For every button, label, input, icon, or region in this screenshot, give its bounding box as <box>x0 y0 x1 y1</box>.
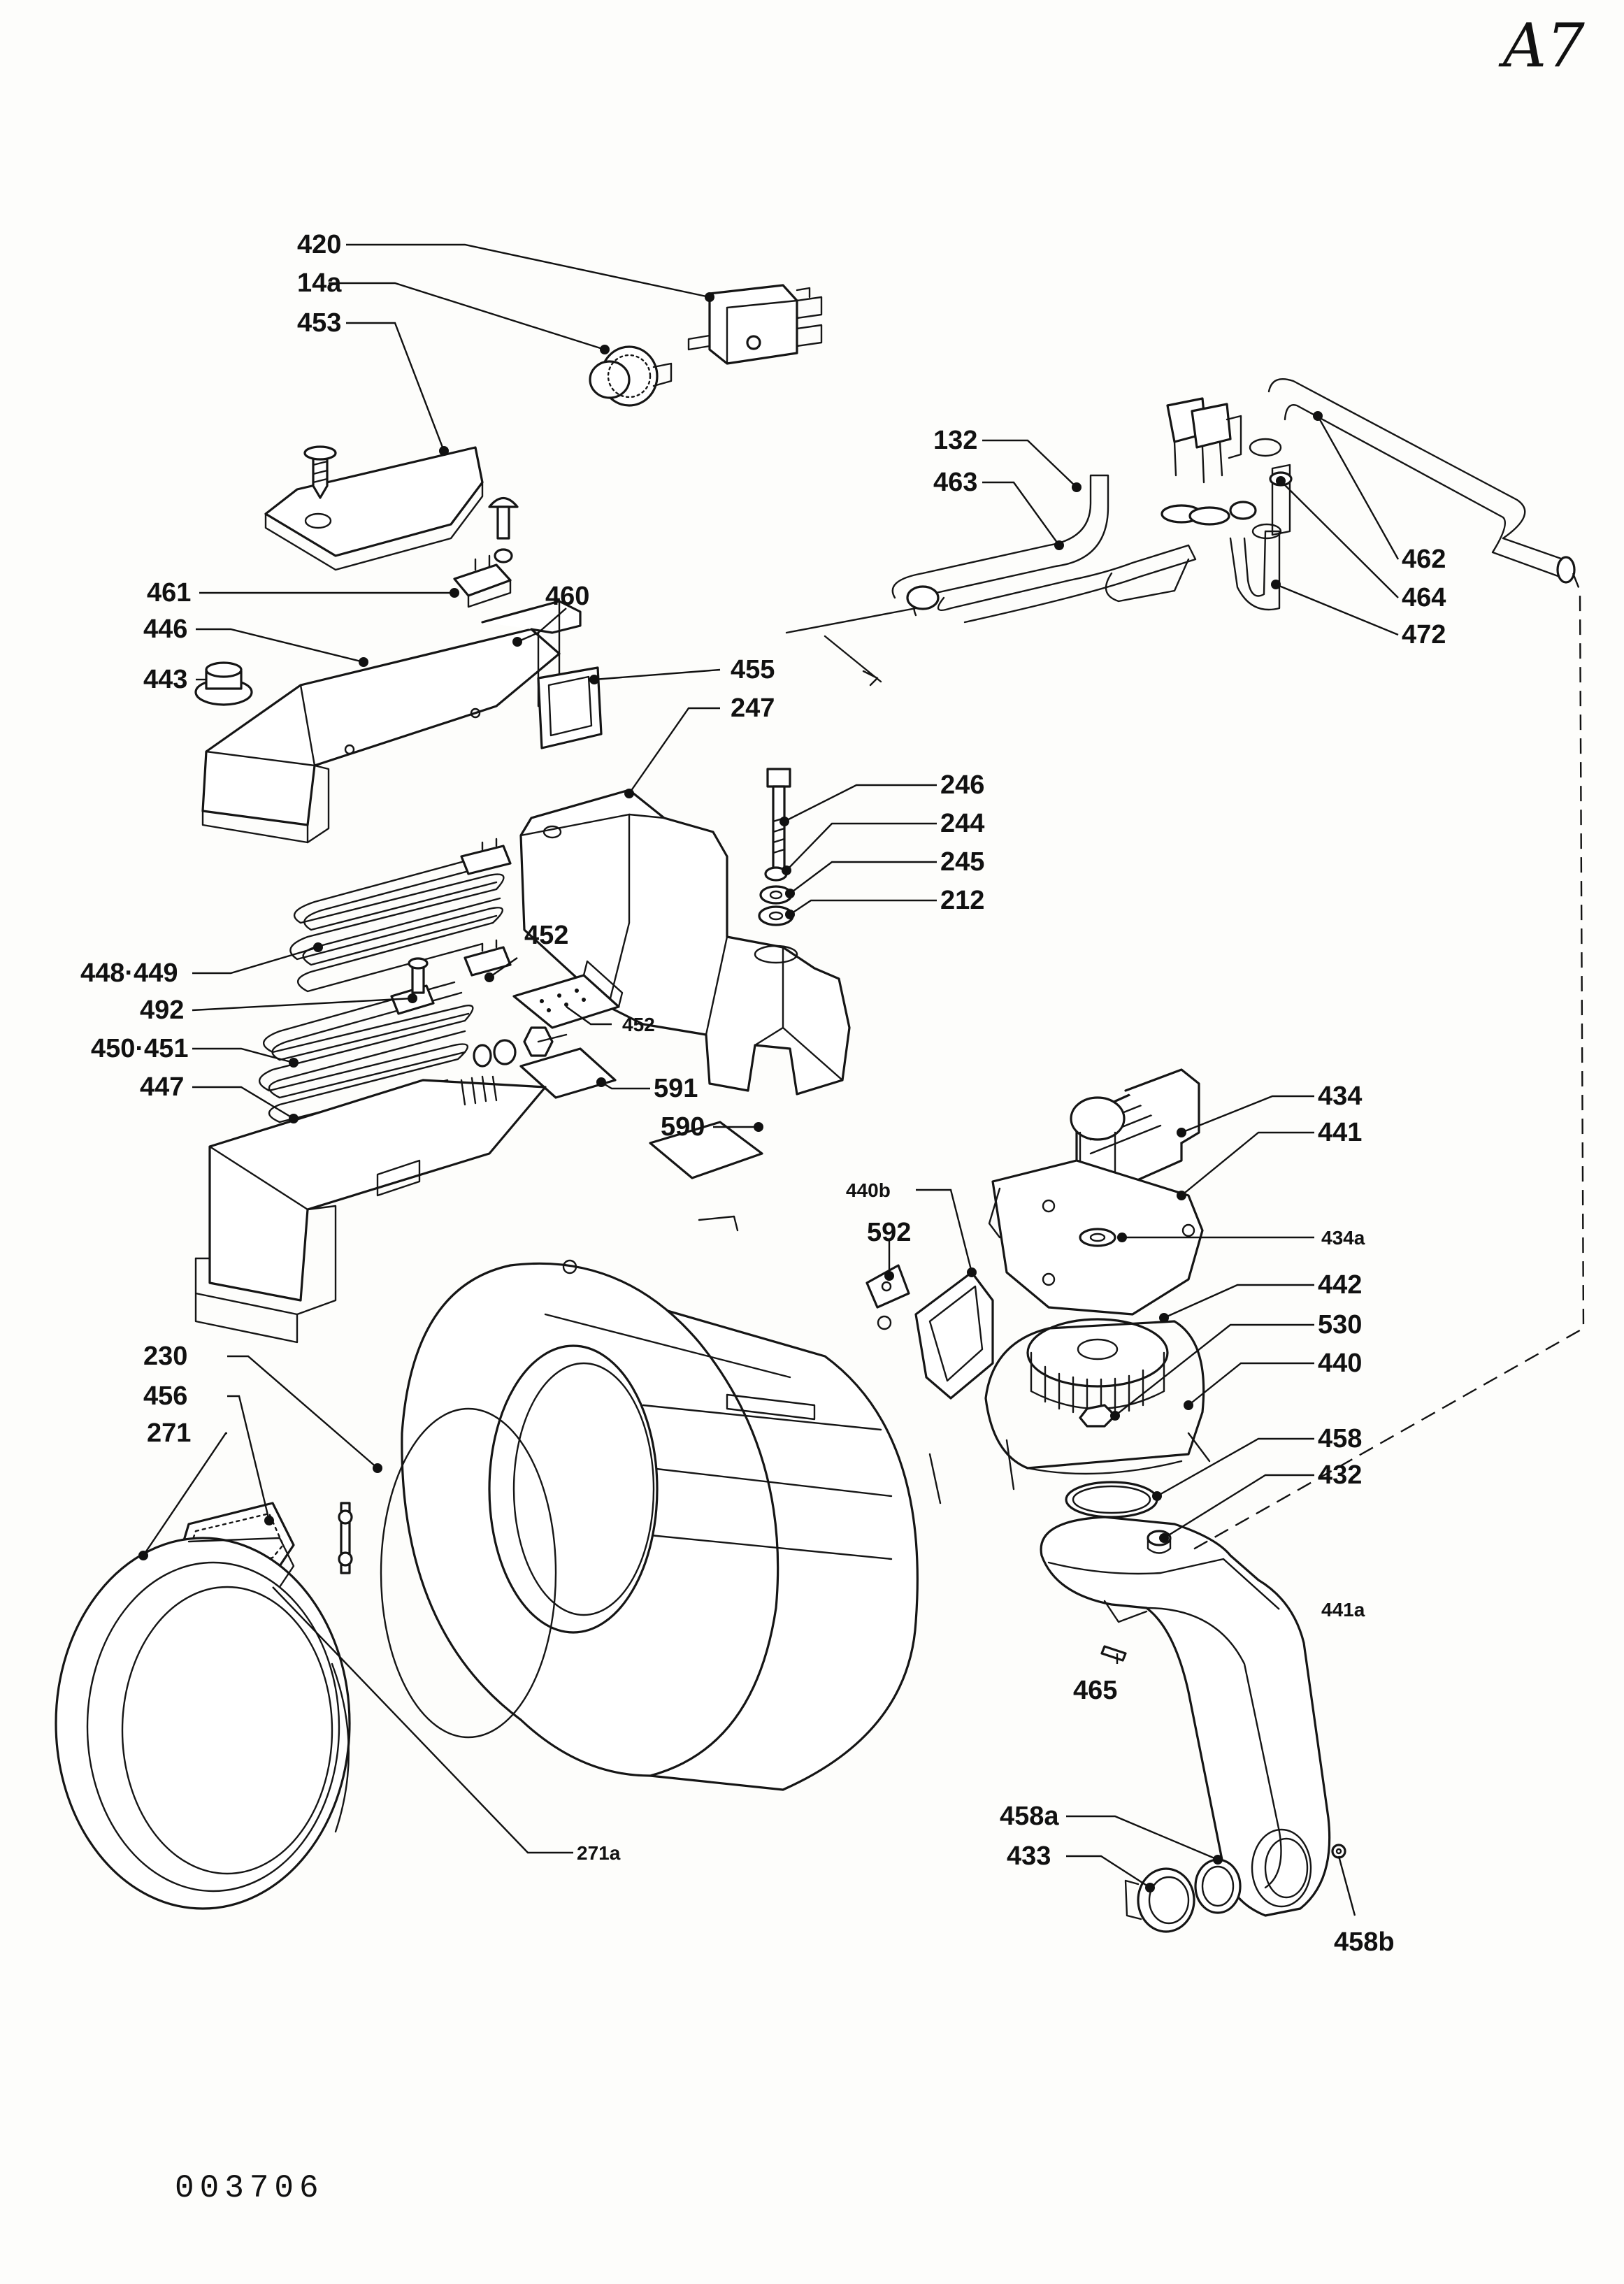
part-thermostat-safety <box>194 661 253 706</box>
label-440: 440 <box>1318 1349 1362 1378</box>
connector-dashed-line <box>1188 573 1585 1553</box>
label-464: 464 <box>1402 583 1446 612</box>
label-441: 441 <box>1318 1118 1362 1147</box>
part-insulating-plate <box>512 960 624 1029</box>
label-434a: 434a <box>1321 1227 1365 1249</box>
label-591: 591 <box>654 1074 698 1103</box>
label-433: 433 <box>1007 1841 1051 1871</box>
part-seal-ring-458a <box>1194 1858 1242 1914</box>
part-seal-ring-458 <box>1065 1481 1158 1518</box>
label-441a: 441a <box>1321 1599 1365 1621</box>
label-450-451: 450·451 <box>91 1034 188 1063</box>
part-fan-housing <box>984 1320 1211 1491</box>
leader-endpoints <box>138 292 1323 1892</box>
part-tapping-screw <box>303 445 337 499</box>
part-fan-motor <box>1070 1068 1200 1246</box>
label-530: 530 <box>1318 1310 1362 1339</box>
label-456: 456 <box>143 1381 187 1411</box>
label-458: 458 <box>1318 1424 1362 1453</box>
label-442: 442 <box>1318 1270 1362 1300</box>
label-271a: 271a <box>577 1842 621 1864</box>
label-447: 447 <box>140 1072 184 1102</box>
label-247: 247 <box>731 694 775 723</box>
part-thermal-cutout <box>453 554 512 608</box>
label-448-449: 448·449 <box>80 958 178 988</box>
part-nut-458b <box>1331 1844 1346 1859</box>
part-carriage-bolt <box>488 496 519 563</box>
label-230: 230 <box>143 1342 187 1371</box>
label-455: 455 <box>731 655 775 684</box>
part-top-cover-plate <box>264 446 484 571</box>
part-thermostat-switch <box>687 284 823 365</box>
label-246: 246 <box>940 770 984 800</box>
label-271: 271 <box>147 1418 191 1448</box>
part-pin-465 <box>1100 1645 1127 1662</box>
part-drum <box>401 1215 942 1791</box>
part-control-knob <box>589 345 673 407</box>
label-432: 432 <box>1318 1460 1362 1490</box>
label-443: 443 <box>143 665 187 694</box>
part-heating-element-lower <box>259 939 512 1123</box>
part-heater-lower-housing <box>194 1075 547 1344</box>
label-590: 590 <box>661 1112 705 1142</box>
part-front-bearing-ring <box>55 1537 351 1910</box>
label-453: 453 <box>297 308 341 338</box>
label-452-upper: 452 <box>524 921 568 950</box>
part-hose-472 <box>1229 530 1281 611</box>
label-462: 462 <box>1402 545 1446 574</box>
label-440b: 440b <box>846 1179 891 1201</box>
label-420: 420 <box>297 230 341 259</box>
part-gasket-rectangular <box>537 666 603 749</box>
part-hose-463 <box>937 544 1197 624</box>
label-460: 460 <box>545 582 589 611</box>
label-446: 446 <box>143 615 187 644</box>
part-hose-132 <box>891 474 1109 617</box>
label-14a: 14a <box>297 268 342 298</box>
label-244: 244 <box>940 809 984 838</box>
part-drum-seal-ring <box>380 1407 557 1739</box>
part-insulation-pad-590 <box>649 1121 763 1179</box>
part-water-inlet-valve <box>1166 397 1282 540</box>
part-hose-clips <box>1160 501 1257 526</box>
leader-lines <box>143 243 1400 1916</box>
label-592: 592 <box>867 1218 911 1247</box>
part-hex-bolt <box>766 768 791 879</box>
part-duct-seal-440b <box>914 1271 994 1400</box>
part-labels: 420 14a 453 461 460 446 443 455 247 246 … <box>80 230 1446 1957</box>
label-452-lower: 452 <box>622 1014 655 1035</box>
part-cabinet-top-edge <box>785 607 917 687</box>
label-472: 472 <box>1402 620 1446 649</box>
part-shaft-bushing <box>1079 1228 1116 1247</box>
label-461: 461 <box>147 578 191 608</box>
label-463: 463 <box>933 468 977 497</box>
label-132: 132 <box>933 426 977 455</box>
label-434: 434 <box>1318 1082 1362 1111</box>
part-fan-impeller <box>1026 1318 1169 1416</box>
label-492: 492 <box>140 996 184 1025</box>
label-212: 212 <box>940 886 984 915</box>
label-465: 465 <box>1073 1676 1117 1705</box>
part-screw-and-nut <box>473 1026 568 1068</box>
part-ring-clamp <box>338 1502 353 1574</box>
part-impeller-nut <box>1079 1404 1116 1428</box>
label-458a: 458a <box>1000 1802 1059 1831</box>
drawing-number: 003706 <box>175 2170 324 2206</box>
part-heater-upper-cover <box>201 628 561 844</box>
sheet-id: A7 <box>1498 11 1585 81</box>
part-heater-air-duct <box>519 789 851 1096</box>
label-458b: 458b <box>1334 1927 1395 1957</box>
part-hose-462 <box>1267 378 1576 584</box>
label-245: 245 <box>940 847 984 877</box>
